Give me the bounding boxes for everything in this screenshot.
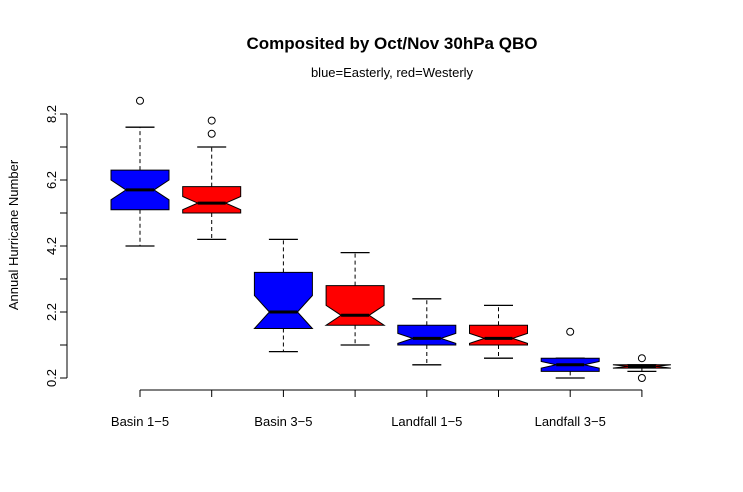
box-series [110,96,671,382]
outlier-point [207,116,216,125]
box-easterly [253,238,314,353]
y-tick-label: 8.2 [44,105,59,123]
box-westerly [182,116,242,241]
x-axis: Basin 1−5 Basin 3−5 Landfall 1−5 Landfall 3… [111,389,643,429]
chart-subtitle: blue=Easterly, red=Westerly [311,65,474,80]
chart-title: Composited by Oct/Nov 30hPa QBO [247,34,538,53]
y-axis-label: Annual Hurricane Number [6,159,21,310]
x-tick-label: Basin 3−5 [254,414,312,429]
y-axis: 0.2 2.2 4.2 6.2 8.2 [44,105,68,387]
x-tick-label: Landfall 3−5 [535,414,606,429]
y-tick-label: 2.2 [44,303,59,321]
box-westerly [324,251,386,346]
y-tick-label: 4.2 [44,237,59,255]
x-tick-label: Basin 1−5 [111,414,169,429]
outlier-point [207,129,216,138]
y-tick-label: 6.2 [44,171,59,189]
outlier-point [637,374,646,382]
outlier-point [136,96,144,105]
box-westerly [469,304,528,359]
outlier-point [566,327,575,336]
box-easterly [397,298,457,366]
x-tick-label: Landfall 1−5 [391,414,462,429]
box-body [324,285,386,326]
y-tick-label: 0.2 [44,369,59,387]
box-westerly [612,354,671,382]
outlier-point [637,354,646,363]
box-easterly [110,96,170,247]
box-easterly [540,327,600,379]
box-body [182,186,242,214]
box-body [253,271,314,329]
box-body [397,324,457,346]
box-body [469,324,528,346]
